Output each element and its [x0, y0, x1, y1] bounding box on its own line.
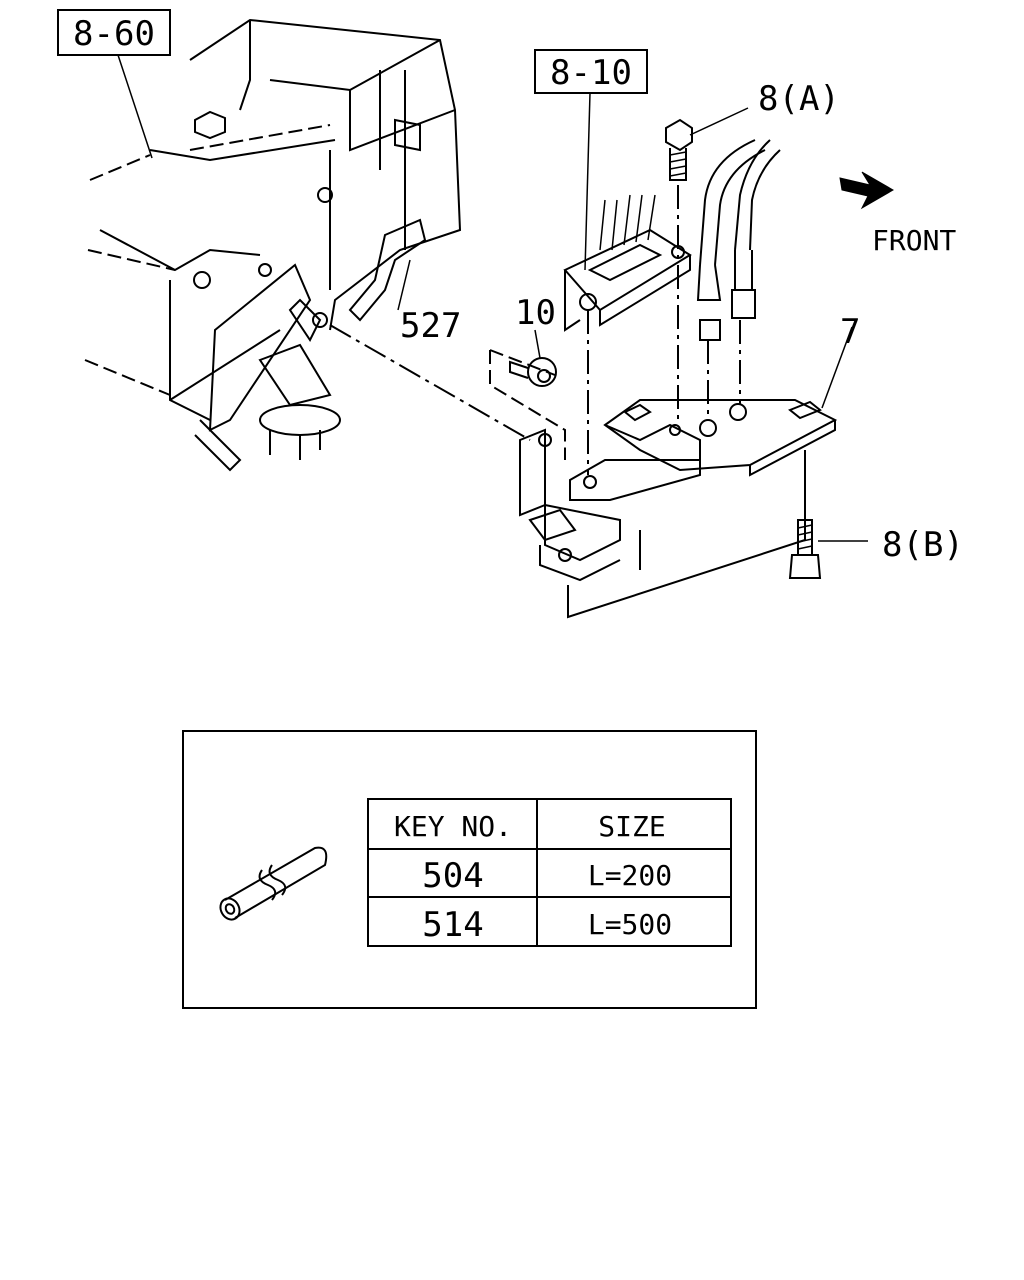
front-arrow-icon [839, 171, 894, 210]
callout-ref-860: 8-60 [73, 14, 155, 54]
size-table-panel: KEY NO. SIZE 504 L=200 514 L=500 [182, 730, 757, 1009]
callout-front: FRONT [872, 224, 956, 257]
ref-box-810 [534, 49, 648, 94]
cables-drawing [696, 139, 781, 341]
table-cell-size: L=500 [588, 908, 672, 941]
heater-unit-drawing [84, 18, 462, 472]
callout-part-8b: 8(B) [882, 525, 964, 565]
connector-drawing [563, 194, 692, 332]
table-header-size: SIZE [598, 810, 665, 843]
ref-box-860 [57, 9, 171, 56]
callout-ref-810: 8-10 [550, 53, 632, 93]
bracket-7-drawing [519, 399, 838, 582]
callout-part-7: 7 [840, 312, 860, 352]
tube-icon [219, 846, 328, 921]
screw-10-drawing [489, 349, 566, 460]
table-cell-key: 504 [422, 856, 483, 896]
table-header-key: KEY NO. [394, 810, 512, 843]
bolt-8a-drawing [665, 118, 693, 181]
callout-part-527: 527 [400, 306, 461, 346]
table-cell-size: L=200 [588, 859, 672, 892]
callout-part-10: 10 [515, 293, 556, 333]
table-cell-key: 514 [422, 905, 483, 945]
callout-part-8a: 8(A) [758, 79, 840, 119]
leader-lines [117, 54, 868, 542]
alignment-lines [329, 185, 806, 619]
